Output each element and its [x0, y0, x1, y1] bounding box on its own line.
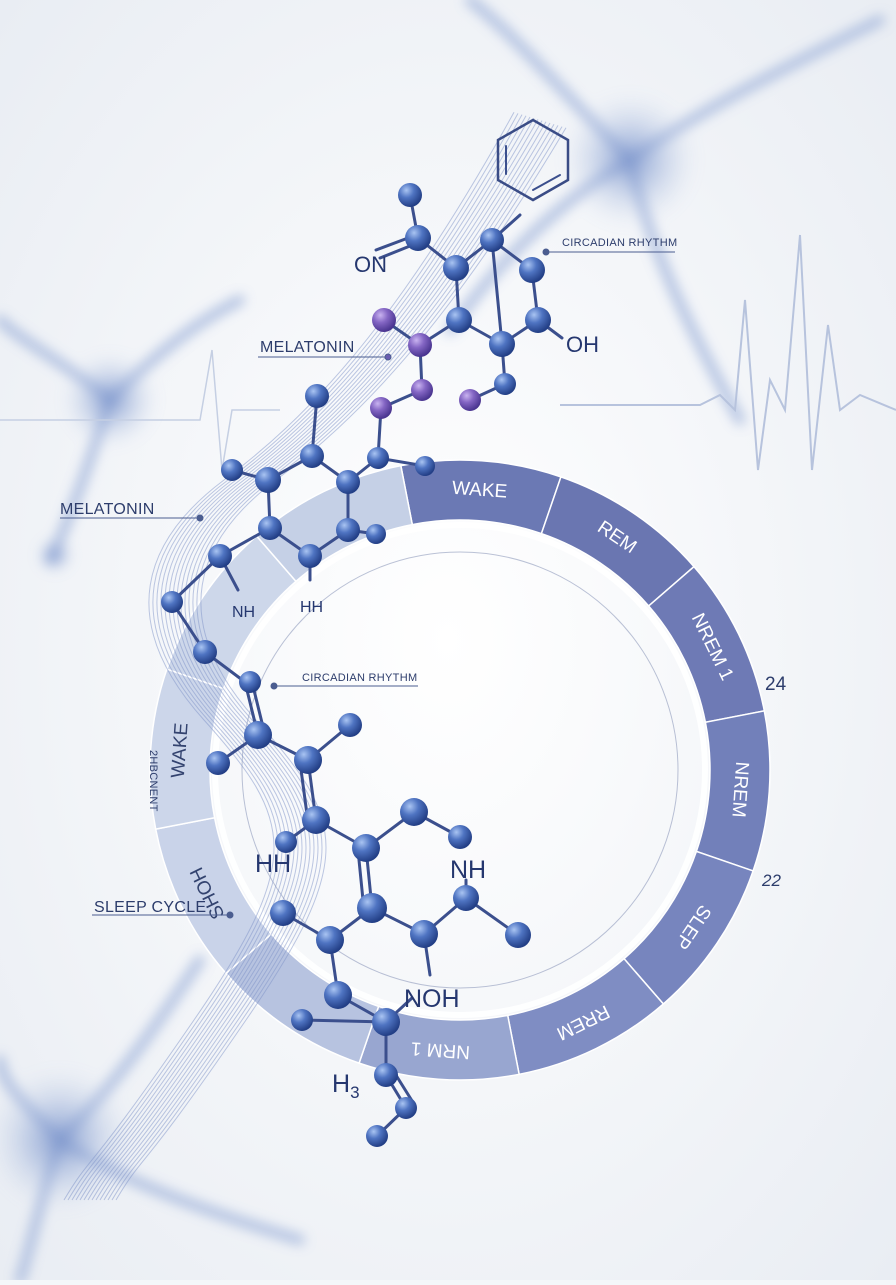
ring-segment-label: NRM 1 [410, 1037, 470, 1062]
atom [400, 798, 428, 826]
strand [75, 115, 527, 1201]
strand [87, 119, 539, 1201]
atom [208, 544, 232, 568]
strand [63, 111, 515, 1201]
sleep-cycle-ring [149, 459, 771, 1081]
molecule-atoms [161, 183, 551, 1147]
hh-label-upper: HH [300, 599, 323, 616]
callout-lines [60, 248, 675, 919]
atom [357, 893, 387, 923]
atom [291, 1009, 313, 1031]
atom [415, 456, 435, 476]
atom [459, 389, 481, 411]
hour-24-label: 24 [765, 674, 787, 695]
strand [91, 120, 543, 1201]
circadian-label-mid: CIRCADIAN RHYTHM [302, 672, 417, 684]
atom [372, 308, 396, 332]
strand [79, 116, 531, 1201]
atom [480, 228, 504, 252]
strand [83, 117, 535, 1201]
atom [352, 834, 380, 862]
atom [410, 920, 438, 948]
atom [374, 1063, 398, 1087]
atom [405, 225, 431, 251]
strand [71, 114, 523, 1201]
strand [115, 127, 567, 1201]
flow-strands [63, 111, 567, 1201]
atom [193, 640, 217, 664]
atom [446, 307, 472, 333]
strand [95, 121, 547, 1201]
strand [103, 123, 555, 1201]
atom [395, 1097, 417, 1119]
melatonin-label-top: MELATONIN [260, 339, 355, 356]
strand [67, 113, 519, 1201]
atom [324, 981, 352, 1009]
atom [338, 713, 362, 737]
atom [519, 257, 545, 283]
nh-label-upper: NH [232, 604, 255, 621]
atom [494, 373, 516, 395]
atom [443, 255, 469, 281]
hour-22-label: 22 [761, 871, 781, 890]
inner-ring-line [241, 551, 679, 989]
atom [294, 746, 322, 774]
side-label: 2HBCNENT [147, 750, 159, 812]
atom [305, 384, 329, 408]
on-label: ON [354, 252, 387, 277]
oh-label: OH [566, 332, 599, 357]
atom [336, 518, 360, 542]
strand [99, 122, 551, 1201]
atom [453, 885, 479, 911]
strand [107, 125, 559, 1201]
atom [411, 379, 433, 401]
atom [367, 447, 389, 469]
nh-label-lower: NH [450, 856, 486, 884]
ekg-trace [560, 234, 896, 471]
atom [448, 825, 472, 849]
atom [255, 467, 281, 493]
atom [505, 922, 531, 948]
melatonin-label-left: MELATONIN [60, 501, 155, 518]
atom [244, 721, 272, 749]
atom [366, 524, 386, 544]
sleep-cycle-label: SLEEP CYCLE [94, 899, 206, 916]
circadian-label-top: CIRCADIAN RHYTHM [562, 237, 677, 249]
atom [372, 1008, 400, 1036]
atom [316, 926, 344, 954]
atom [161, 591, 183, 613]
atom [408, 333, 432, 357]
atom [275, 831, 297, 853]
atom [370, 397, 392, 419]
hh-label-lower: HH [255, 850, 291, 878]
atom [239, 671, 261, 693]
atom [336, 470, 360, 494]
atom [398, 183, 422, 207]
atom [489, 331, 515, 357]
atom [298, 544, 322, 568]
atom [366, 1125, 388, 1147]
atom [258, 516, 282, 540]
atom [270, 900, 296, 926]
atom [302, 806, 330, 834]
atom [525, 307, 551, 333]
ring-segment [255, 464, 414, 583]
atom [300, 444, 324, 468]
ring-segment-label: NREM [727, 761, 752, 818]
atom [206, 751, 230, 775]
ring-segment-label: WAKE [451, 478, 508, 503]
strand [111, 126, 563, 1201]
ring-segment-label: WAKE [168, 722, 193, 779]
noh-label: NOH [404, 985, 460, 1013]
h3-label: H3 [332, 1070, 360, 1102]
atom [221, 459, 243, 481]
